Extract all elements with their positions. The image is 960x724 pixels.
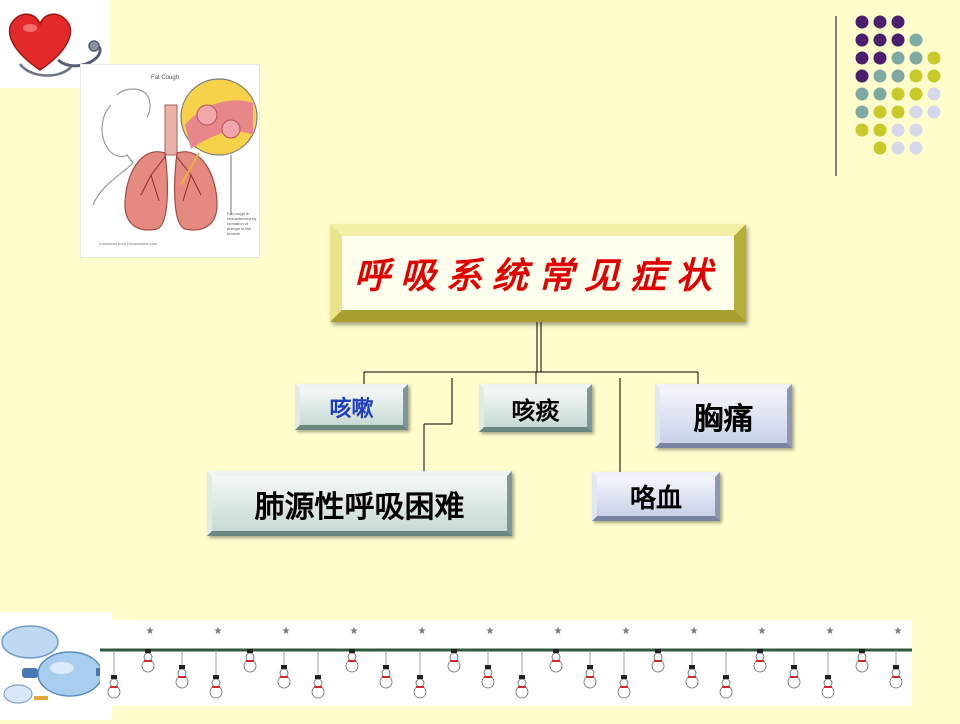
star-icon: ★ xyxy=(282,626,291,637)
decorative-dot xyxy=(873,15,887,29)
decorative-dot xyxy=(855,69,869,83)
star-icon: ★ xyxy=(894,626,903,637)
snowman-icon xyxy=(889,650,903,689)
decorative-dot xyxy=(909,69,923,83)
symptom-dyspnea: 肺源性呼吸困难 xyxy=(254,489,465,525)
decorative-dot xyxy=(909,123,923,137)
decorative-dot xyxy=(927,105,941,119)
star-icon: ★ xyxy=(622,626,631,637)
snowman-icon xyxy=(277,650,291,689)
decorative-dot xyxy=(927,87,941,101)
snowman-icon xyxy=(243,649,257,673)
symptom-chest-pain-box: 胸痛 xyxy=(655,384,792,448)
star-icon: ★ xyxy=(758,626,767,637)
symptom-hemoptysis: 咯血 xyxy=(629,484,682,514)
decorative-dot xyxy=(855,105,869,119)
star-icon: ★ xyxy=(690,626,699,637)
snowman-icon xyxy=(787,650,801,689)
fat-cough-illustration: Fat Cough Fat cough is characterized by … xyxy=(80,64,260,258)
snowman-garland: ★ ★ ★ ★ ★ ★ ★ ★ ★ ★ ★ ★ xyxy=(100,620,912,706)
star-icon: ★ xyxy=(826,626,835,637)
snowman-icon xyxy=(515,650,529,699)
resuscitator-bag-icon xyxy=(1,625,108,704)
decorative-dot xyxy=(855,33,869,47)
decorative-dot xyxy=(855,123,869,137)
decorative-dot xyxy=(927,69,941,83)
symptom-chest-pain: 胸痛 xyxy=(693,402,754,437)
snowman-icon xyxy=(413,650,427,699)
lungs-icon xyxy=(92,78,258,231)
decorative-dot xyxy=(909,141,923,155)
snowman-icon xyxy=(753,649,767,673)
decorative-dot xyxy=(873,69,887,83)
star-icon: ★ xyxy=(350,626,359,637)
star-icon: ★ xyxy=(214,626,223,637)
snowman-icon xyxy=(209,650,223,699)
symptom-sputum-box: 咳痰 xyxy=(479,384,592,432)
decorative-dot xyxy=(891,51,905,65)
decorative-dot xyxy=(891,69,905,83)
snowman-icon xyxy=(855,649,869,673)
decorative-dot xyxy=(873,51,887,65)
snowman-icon xyxy=(685,650,699,689)
snowman-icon xyxy=(821,650,835,699)
symptom-dyspnea-box: 肺源性呼吸困难 xyxy=(207,471,512,536)
decorative-dot xyxy=(909,105,923,119)
snowman-icon xyxy=(719,650,733,699)
decorative-dot xyxy=(855,51,869,65)
snowman-icon xyxy=(345,649,359,673)
decorative-dot xyxy=(873,87,887,101)
snowman-icon xyxy=(175,650,189,689)
decorative-dot xyxy=(873,123,887,137)
snowman-icon xyxy=(311,650,325,699)
snowman-icon xyxy=(107,650,121,699)
decorative-dot xyxy=(891,105,905,119)
star-icon: ★ xyxy=(486,626,495,637)
decorative-dot xyxy=(891,87,905,101)
resuscitator-bag-image xyxy=(0,612,112,720)
snowman-icon xyxy=(651,649,665,673)
star-icon: ★ xyxy=(418,626,427,637)
star-icon: ★ xyxy=(554,626,563,637)
illustration-caption: Fat cough is characterized by formation … xyxy=(227,211,257,236)
decorative-dot xyxy=(927,51,941,65)
decorative-dots xyxy=(835,15,941,176)
decorative-dot xyxy=(855,15,869,29)
decorative-dot xyxy=(891,33,905,47)
decorative-dot xyxy=(891,123,905,137)
star-icon: ★ xyxy=(146,626,155,637)
decorative-dot xyxy=(873,141,887,155)
heart-stethoscope-image xyxy=(0,0,110,88)
symptom-sputum: 咳痰 xyxy=(511,395,560,425)
decorative-dot xyxy=(873,33,887,47)
illustration-source: Download from Dreamstime.com xyxy=(99,241,158,246)
snowman-icon xyxy=(481,650,495,689)
symptom-hemoptysis-box: 咯血 xyxy=(592,472,720,521)
snowman-icon xyxy=(141,649,155,673)
decorative-dot xyxy=(909,87,923,101)
decorative-dot xyxy=(891,15,905,29)
snowman-icon xyxy=(447,649,461,673)
heart-icon xyxy=(8,13,102,77)
decorative-dot xyxy=(909,51,923,65)
symptom-cough-box: 咳嗽 xyxy=(295,384,408,430)
snowman-icon xyxy=(617,650,631,699)
decorative-dot xyxy=(891,141,905,155)
snowman-icon xyxy=(379,650,393,689)
decorative-dot xyxy=(855,87,869,101)
snowman-icon xyxy=(549,649,563,673)
illustration-title: Fat Cough xyxy=(151,75,180,81)
snowman-icon xyxy=(583,650,597,689)
decorative-dot xyxy=(909,33,923,47)
diagram-title-box: 呼吸系统常见症状 xyxy=(330,224,746,322)
diagram-title: 呼吸系统常见症状 xyxy=(353,255,722,297)
symptom-cough: 咳嗽 xyxy=(329,396,374,422)
decorative-dot xyxy=(873,105,887,119)
